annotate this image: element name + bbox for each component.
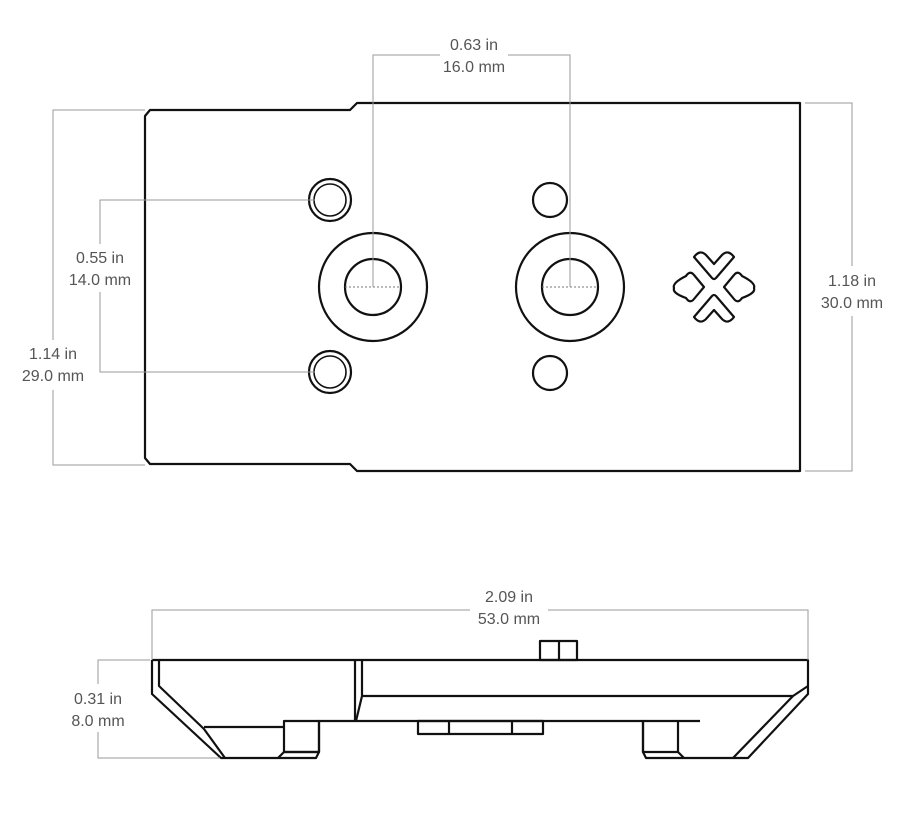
plate-outline <box>143 101 802 473</box>
dimension-screw-spacing: 0.55 in 14.0 mm <box>69 199 315 373</box>
dimension-label-imperial: 0.63 in <box>450 37 498 54</box>
dimension-label-imperial: 1.18 in <box>828 273 876 290</box>
dimension-label-metric: 53.0 mm <box>478 611 540 628</box>
top-view: 0.63 in 16.0 mm 0.55 in 14.0 mm 1.14 in … <box>22 37 883 473</box>
brand-logo-icon <box>672 251 756 323</box>
dimension-label-imperial: 0.55 in <box>76 250 124 267</box>
dimension-plate-length: 1.14 in 29.0 mm <box>22 109 145 466</box>
side-profile <box>150 639 810 760</box>
dimension-label-imperial: 1.14 in <box>29 346 77 363</box>
dimension-label-metric: 30.0 mm <box>821 295 883 312</box>
dimension-label-metric: 16.0 mm <box>443 59 505 76</box>
dimension-label-metric: 14.0 mm <box>69 272 131 289</box>
dimension-plate-width: 1.18 in 30.0 mm <box>805 102 883 472</box>
dimension-label-imperial: 2.09 in <box>485 589 533 606</box>
dimension-label-metric: 29.0 mm <box>22 368 84 385</box>
dimension-label-metric: 8.0 mm <box>71 713 124 730</box>
side-view: 2.09 in 53.0 mm 0.31 in 8.0 mm <box>71 589 810 760</box>
dimension-label-imperial: 0.31 in <box>74 691 122 708</box>
dimension-height: 0.31 in 8.0 mm <box>71 659 220 759</box>
pin-hole-top <box>531 181 569 219</box>
dimension-overall-length: 2.09 in 53.0 mm <box>151 589 809 660</box>
dimension-hole-spacing: 0.63 in 16.0 mm <box>372 37 571 287</box>
screw-hole-top <box>307 177 353 223</box>
pin-hole-bottom <box>531 354 569 392</box>
screw-hole-bottom <box>307 349 353 395</box>
